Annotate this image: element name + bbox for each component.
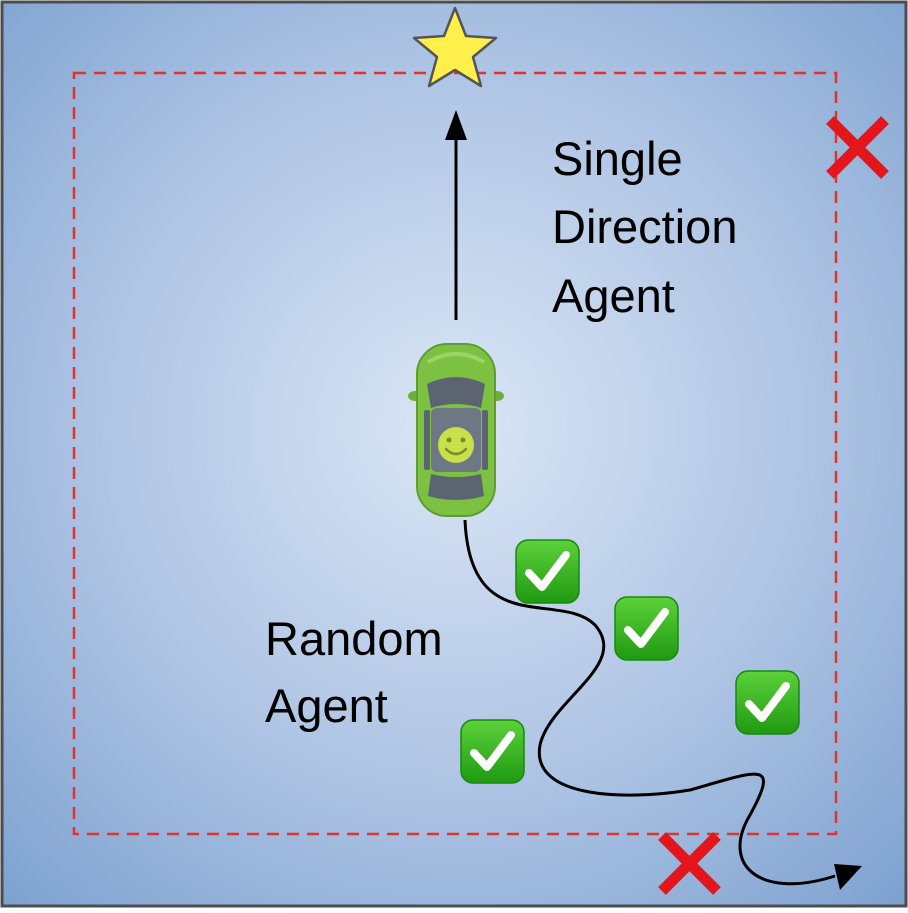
random-agent-label: Random Agent [265,612,456,732]
smiley-face-icon [438,427,474,463]
red-cross-icon [658,832,721,895]
single-direction-agent-label: Single Direction Agent [552,132,751,322]
check-mark-icon [460,719,525,784]
random-agent-path [463,519,862,890]
check-mark-icon [614,596,679,661]
check-mark-icon [515,539,580,604]
boundary-dashed-rect [72,71,838,836]
check-mark-icon [735,670,800,735]
star-icon [412,6,498,88]
single-direction-arrow [445,110,467,320]
red-cross-icon [826,116,889,179]
car-icon [408,343,504,517]
